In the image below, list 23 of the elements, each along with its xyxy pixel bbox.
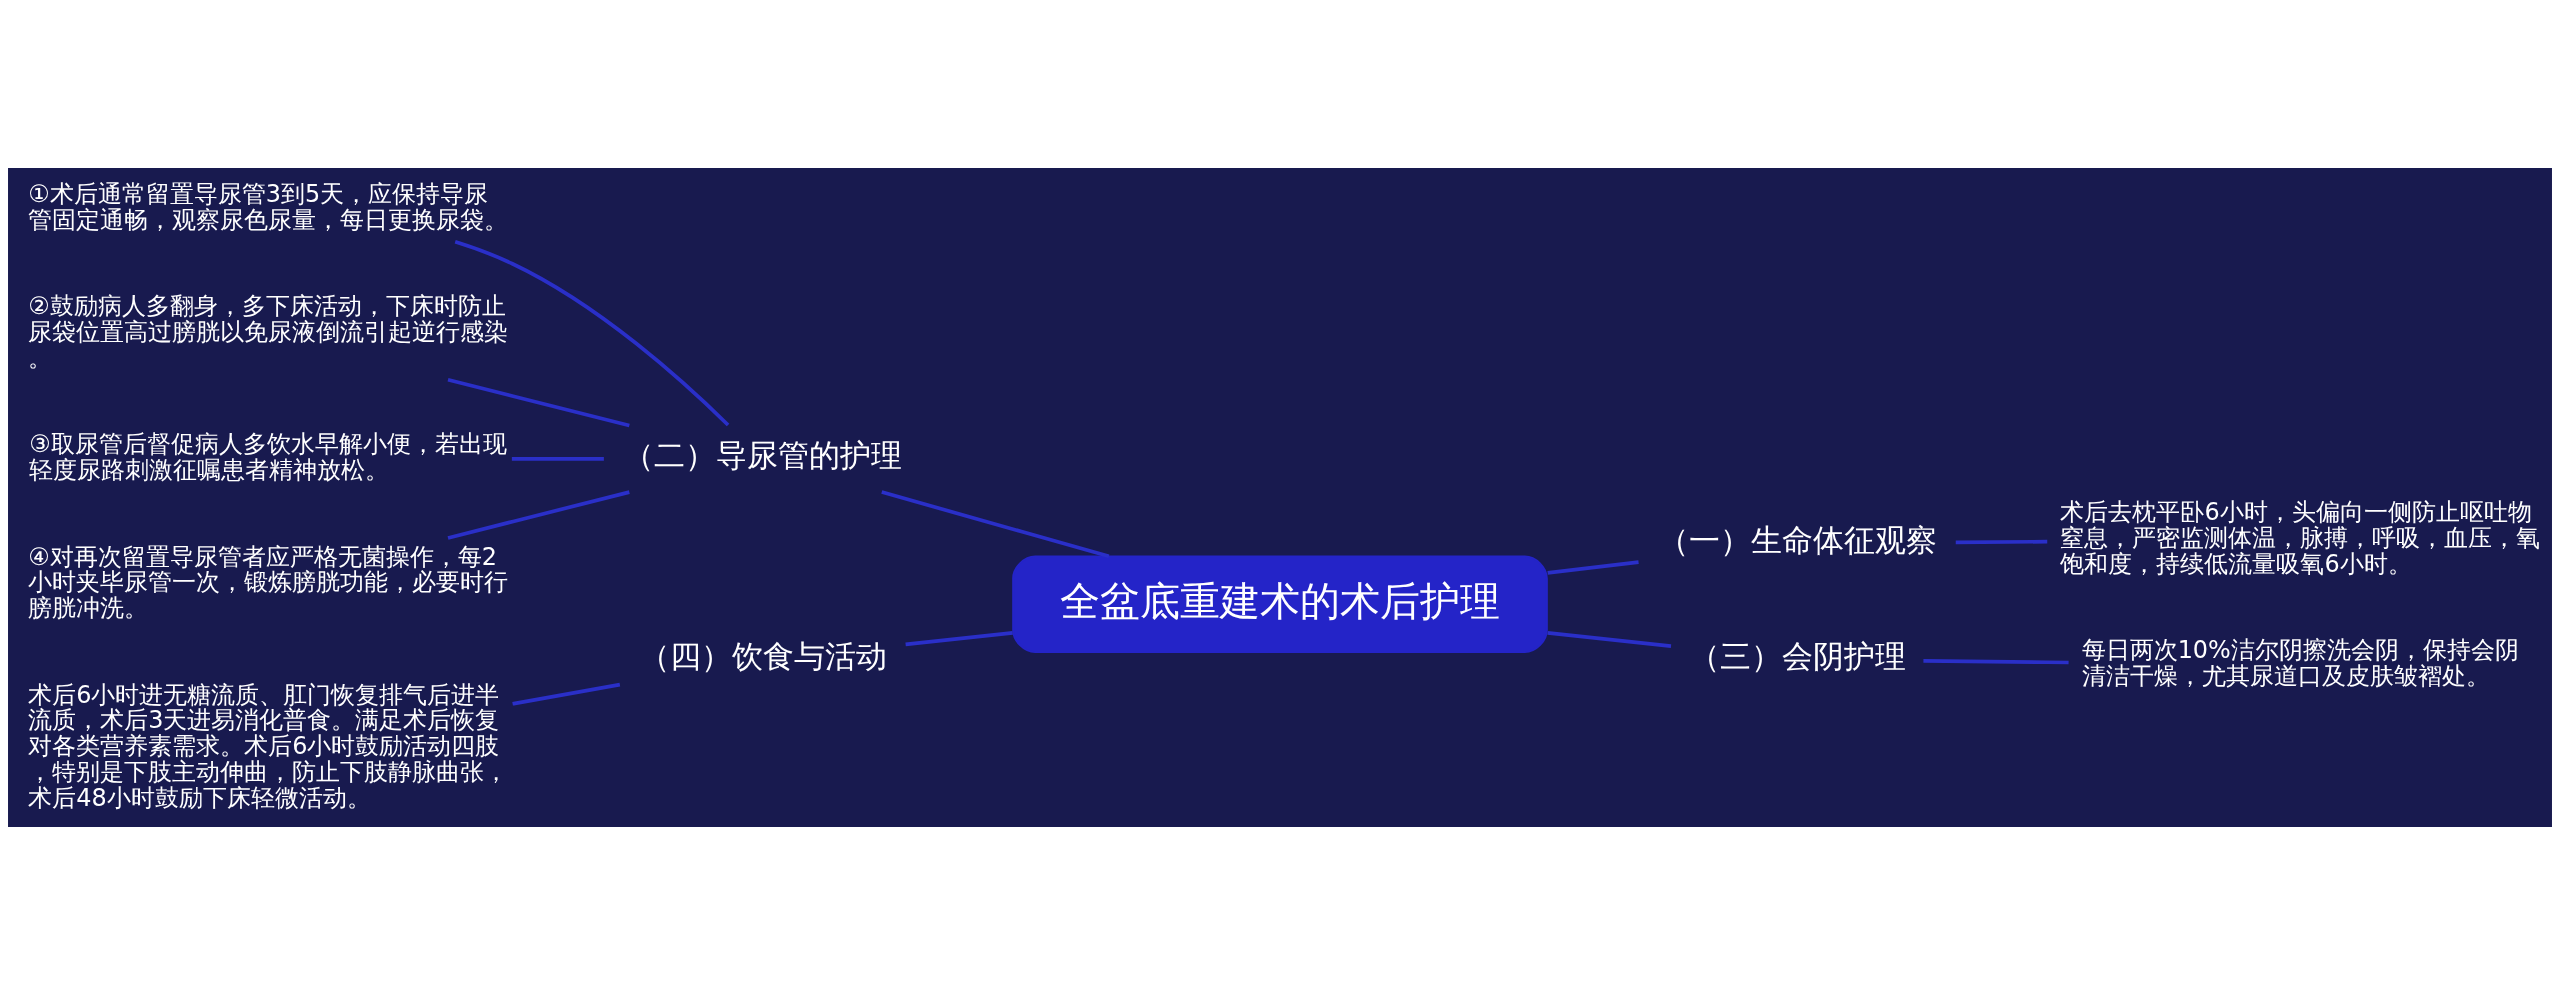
node-box: 全盆底重建术的术后护理 (1012, 555, 1548, 653)
connector (1547, 630, 1672, 648)
connector (1955, 539, 2048, 544)
connector (447, 377, 630, 427)
connector (447, 489, 630, 540)
node-text: ③取尿管后督促病人多饮水早解小便，若出现轻度尿路刺激征嘱患者精神放松。 (29, 429, 507, 484)
node-text: 每日两次10%洁尔阴擦洗会阴，保持会阴清洁干燥，尤其尿道口及皮肤皱褶处。 (2081, 635, 2519, 690)
node-text: ②鼓励病人多翻身，多下床活动，下床时防止尿袋位置高过膀胱以免尿液倒流引起逆行感染。 (28, 291, 509, 372)
node-text: （一）生命体征观察 (1657, 521, 1937, 558)
connector (1923, 658, 2069, 664)
connector (881, 489, 1110, 558)
node-text: （二）导尿管的护理 (623, 436, 903, 473)
node-text: ④对再次留置导尿管者应严格无菌操作，每2小时夹毕尿管一次，锻炼膀胱功能，必要时行膀胱冲洗。 (28, 542, 509, 622)
node-text: 术后去枕平卧6小时，头偏向一侧防止呕吐物窒息，严密监测体温，脉搏，呼吸，血压，氧饱和度，持续低流量吸氧6小时。 (2060, 497, 2541, 578)
connector (905, 630, 1013, 646)
node-text: ①术后通常留置导尿管3到5天，应保持导尿管固定通畅，观察尿色尿量，每日更换尿袋。 (28, 179, 509, 234)
connector (512, 682, 621, 706)
connector (511, 456, 604, 461)
node-text: （四）饮食与活动 (638, 637, 887, 674)
connector (1547, 559, 1639, 575)
connector (454, 239, 730, 426)
node-text: （三）会阴护理 (1688, 637, 1906, 674)
node-text: 术后6小时进无糖流质、肛门恢复排气后进半流质，术后3天进易消化普食。满足术后恢复对各类营养素需求。术后6小时鼓励活动四肢，特别是下肢主动伸曲，防止下肢静脉曲张，术后48小时鼓励下床轻微活动。 (28, 680, 509, 812)
